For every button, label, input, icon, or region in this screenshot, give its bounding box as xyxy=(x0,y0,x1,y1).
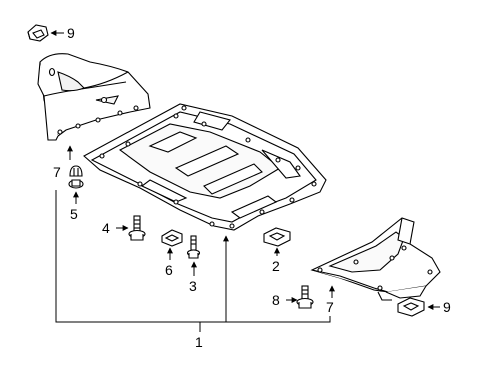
right-side-shield xyxy=(310,217,441,301)
callout-2: 2 xyxy=(272,258,280,274)
leader-lines-1 xyxy=(55,190,331,332)
main-underbody-shield xyxy=(83,103,327,231)
clip-nut-2 xyxy=(263,227,291,247)
upper-left-shield xyxy=(37,53,151,141)
callout-9-right: 9 xyxy=(443,299,451,315)
push-clip xyxy=(68,165,84,189)
callout-6: 6 xyxy=(165,262,173,278)
bolt-4 xyxy=(128,215,146,241)
clip-nut-top xyxy=(27,24,49,42)
clip-nut-6 xyxy=(161,229,183,247)
clip-nut-right xyxy=(397,297,425,317)
callout-1: 1 xyxy=(195,334,203,350)
bolt-8 xyxy=(296,285,314,309)
callout-7-right: 7 xyxy=(326,299,334,315)
callout-3: 3 xyxy=(189,278,197,294)
callout-5: 5 xyxy=(70,206,78,222)
callout-7-left: 7 xyxy=(53,164,61,180)
callout-4: 4 xyxy=(102,220,110,236)
callout-8: 8 xyxy=(272,292,280,308)
bolt-3 xyxy=(186,235,201,259)
callout-9-top: 9 xyxy=(67,25,75,41)
